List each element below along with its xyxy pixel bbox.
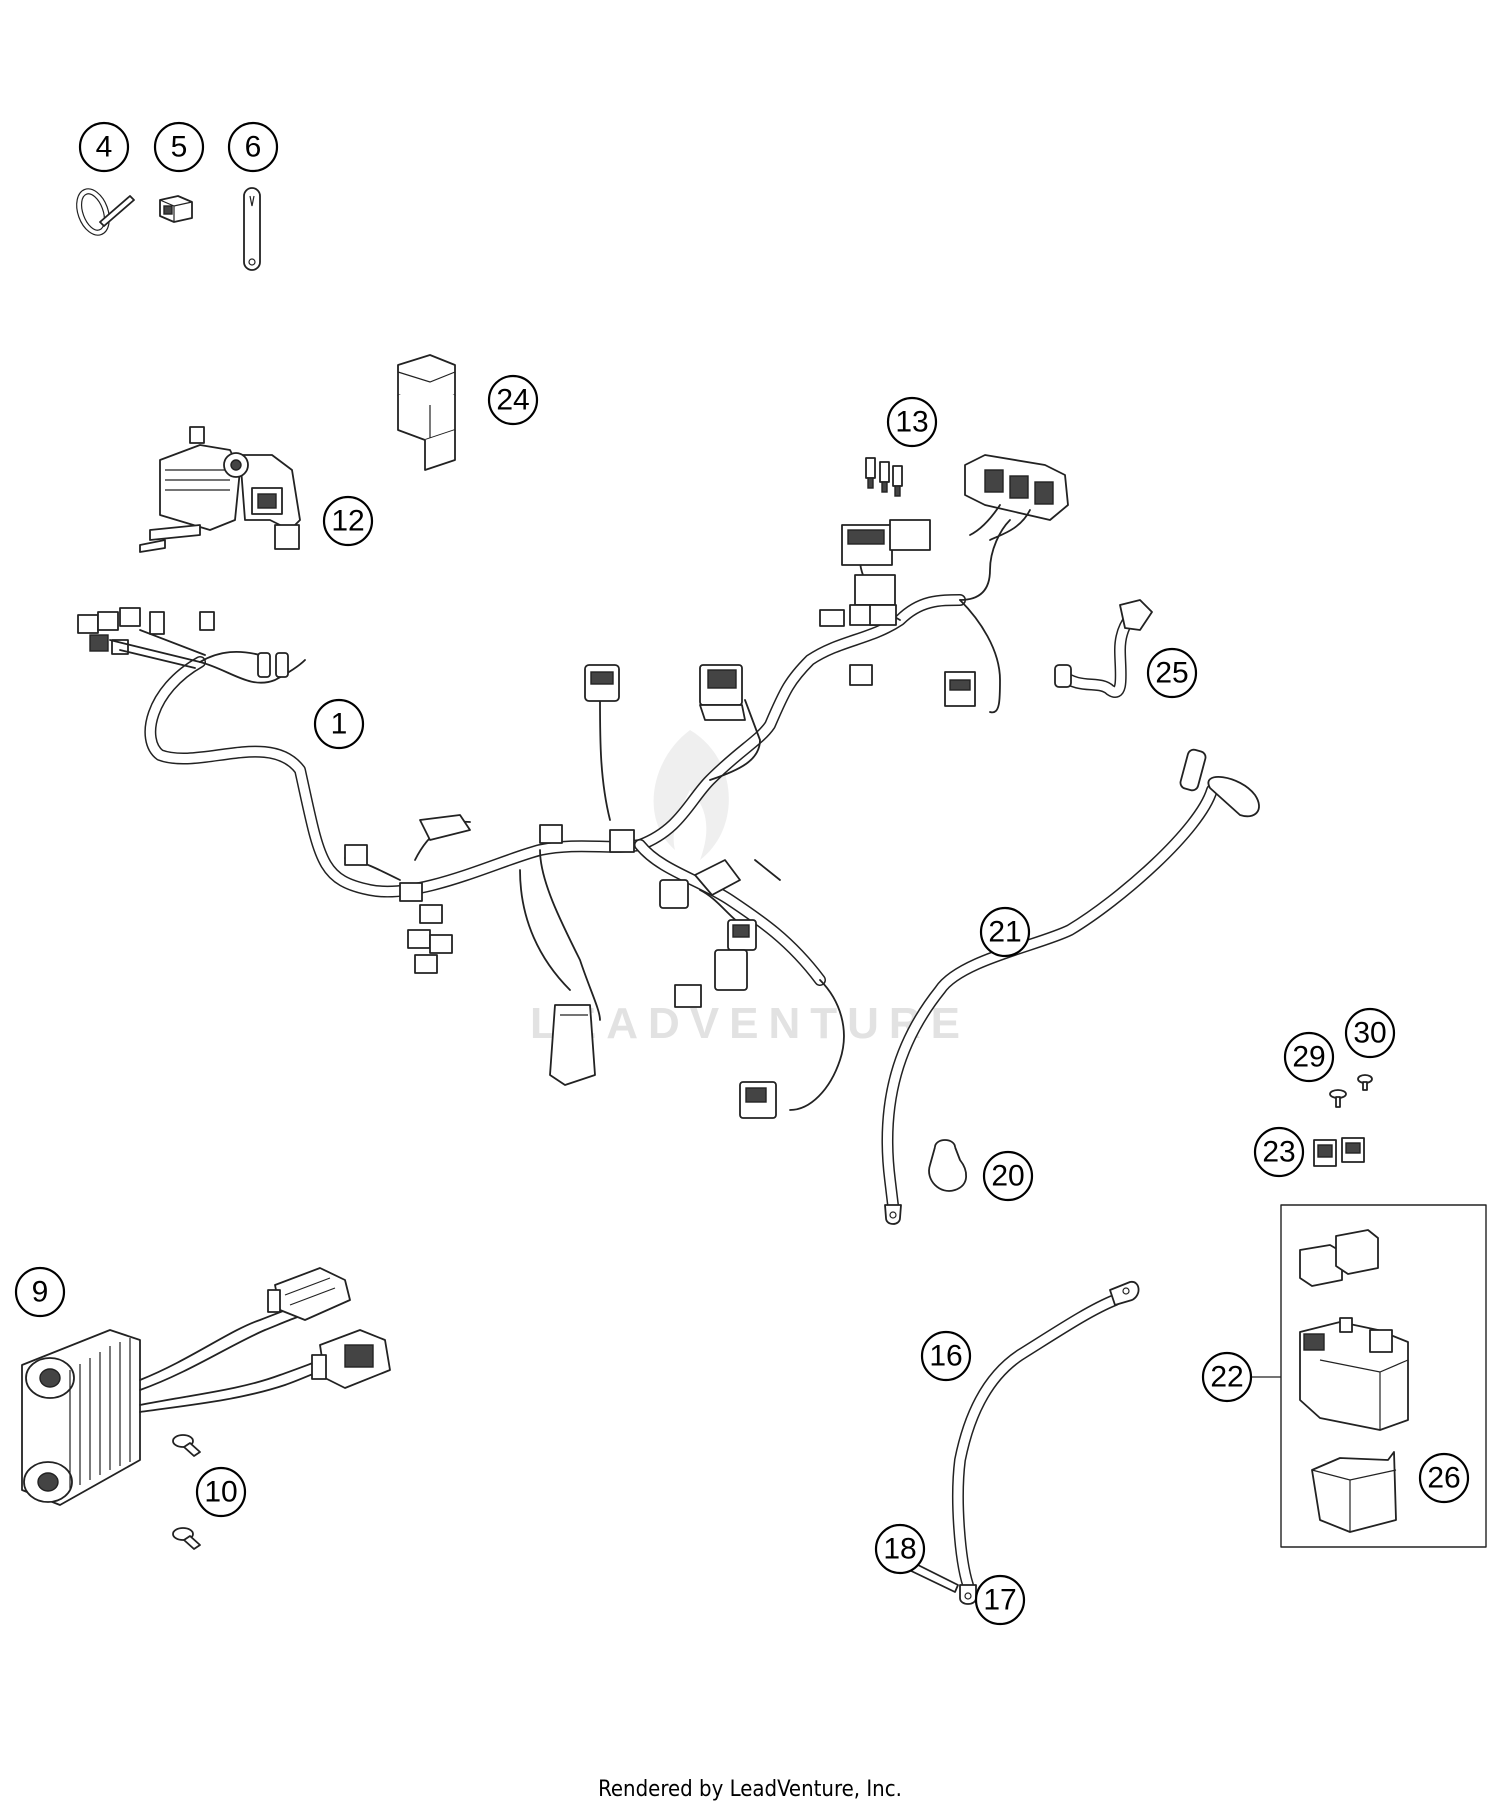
callout-label: 20 [991, 1160, 1024, 1193]
callout-label: 18 [883, 1533, 916, 1566]
callout-1: 1 [313, 698, 365, 750]
callout-label: 9 [32, 1276, 49, 1309]
switch-bracket-part [139, 426, 301, 553]
voltage-regulator-part [21, 1267, 391, 1506]
callout-13: 13 [886, 396, 938, 448]
callout-6: 6 [227, 121, 279, 173]
callout-label: 4 [96, 131, 113, 164]
battery-cable-part [881, 748, 1260, 1225]
callout-label: 21 [988, 916, 1021, 949]
callout-label: 16 [929, 1340, 962, 1373]
callout-30: 30 [1344, 1007, 1396, 1059]
callout-26: 26 [1418, 1452, 1470, 1504]
callout-10: 10 [195, 1466, 247, 1518]
callout-label: 24 [496, 384, 529, 417]
callout-label: 17 [983, 1584, 1016, 1617]
watermark: LEADVENTURE [530, 730, 970, 1048]
callout-9: 9 [14, 1266, 66, 1318]
callout-17: 17 [974, 1574, 1026, 1626]
callout-label: 6 [245, 131, 262, 164]
callout-label: 26 [1427, 1462, 1460, 1495]
footer-credit: Rendered by LeadVenture, Inc. [598, 1777, 902, 1802]
callout-5: 5 [153, 121, 205, 173]
callout-23: 23 [1253, 1126, 1305, 1178]
callout-25: 25 [1146, 647, 1198, 699]
regulator-screws-part [172, 1434, 201, 1550]
callout-18: 18 [874, 1523, 926, 1575]
callout-label: 1 [331, 708, 348, 741]
ground-cable-part [952, 1281, 1140, 1605]
relay-block-part [397, 354, 456, 471]
callout-22: 22 [1201, 1351, 1253, 1403]
callout-20: 20 [982, 1150, 1034, 1202]
strap-part [243, 187, 261, 271]
callout-16: 16 [920, 1330, 972, 1382]
callout-label: 5 [171, 131, 188, 164]
cap-part [928, 1139, 968, 1192]
callout-label: 13 [895, 406, 928, 439]
starter-relay-box [1252, 1204, 1487, 1548]
main-wiring-harness-part [77, 454, 1069, 1119]
callout-label: 25 [1155, 657, 1188, 690]
callout-label: 23 [1262, 1136, 1295, 1169]
callout-29: 29 [1283, 1031, 1335, 1083]
callout-label: 12 [331, 505, 364, 538]
cable-tie-part [76, 188, 135, 236]
fuses-part [1313, 1137, 1365, 1167]
callout-21: 21 [979, 906, 1031, 958]
watermark-text: LEADVENTURE [530, 999, 970, 1048]
lead-wire-part [1054, 599, 1153, 698]
callout-12: 12 [322, 495, 374, 547]
callout-4: 4 [78, 121, 130, 173]
small-screws-part [1329, 1074, 1373, 1108]
callout-label: 10 [204, 1476, 237, 1509]
callout-24: 24 [487, 374, 539, 426]
callout-label: 22 [1210, 1361, 1243, 1394]
callout-label: 29 [1292, 1041, 1325, 1074]
callout-label: 30 [1353, 1017, 1386, 1050]
fuse-terminals-part [865, 457, 903, 497]
clip-part [159, 195, 193, 223]
